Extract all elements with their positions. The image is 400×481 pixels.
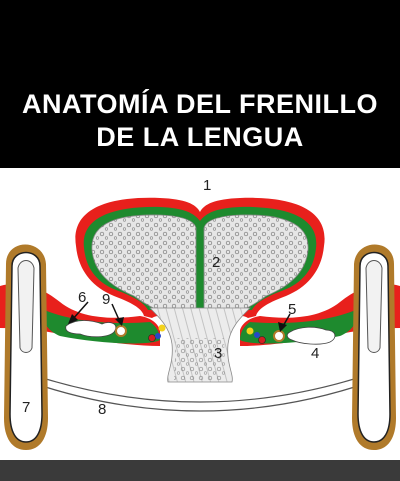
mylohyoid-arc-inner [29,381,371,412]
vessel-red-left [148,334,156,342]
tooth-pulp-left [17,260,35,353]
vessel-blue-right [254,332,260,338]
label-9: 9 [102,291,110,308]
title-line-1: ANATOMÍA DEL FRENILLO [22,89,378,119]
arrow-5-head [278,322,287,332]
label-6: 6 [78,289,86,306]
duct-right [273,330,285,342]
label-7: 7 [22,399,30,416]
label-8: 8 [98,401,106,418]
bottom-shadow-band [0,460,400,481]
mylohyoid-arc [29,373,371,403]
title-line-2: DE LA LENGUA [96,122,304,152]
page-title: ANATOMÍA DEL FRENILLO DE LA LENGUA [0,88,400,154]
tongue-muscle-right-texture [204,214,309,320]
label-2: 2 [212,254,220,271]
genioglossus-dots [174,338,226,380]
sublingual-gland-right [286,326,336,345]
vessel-red-right [258,336,266,344]
arrow-9-head [115,317,124,326]
label-4: 4 [311,345,319,362]
sublingual-gland-left [65,320,117,338]
duct-left [115,325,127,337]
vessel-yellow-left [158,324,166,332]
label-1: 1 [203,177,211,194]
vessel-yellow-right [246,327,254,335]
title-banner [0,0,400,168]
arrow-6-head [68,314,78,324]
label-5: 5 [288,301,296,318]
tongue-muscle-left-texture [91,214,196,320]
vessel-blue-left [155,333,161,339]
label-3: 3 [214,345,222,362]
tooth-pulp-right [365,260,383,353]
tongue-frenulum-diagram: 1 2 3 4 5 6 7 8 9 [0,177,400,481]
